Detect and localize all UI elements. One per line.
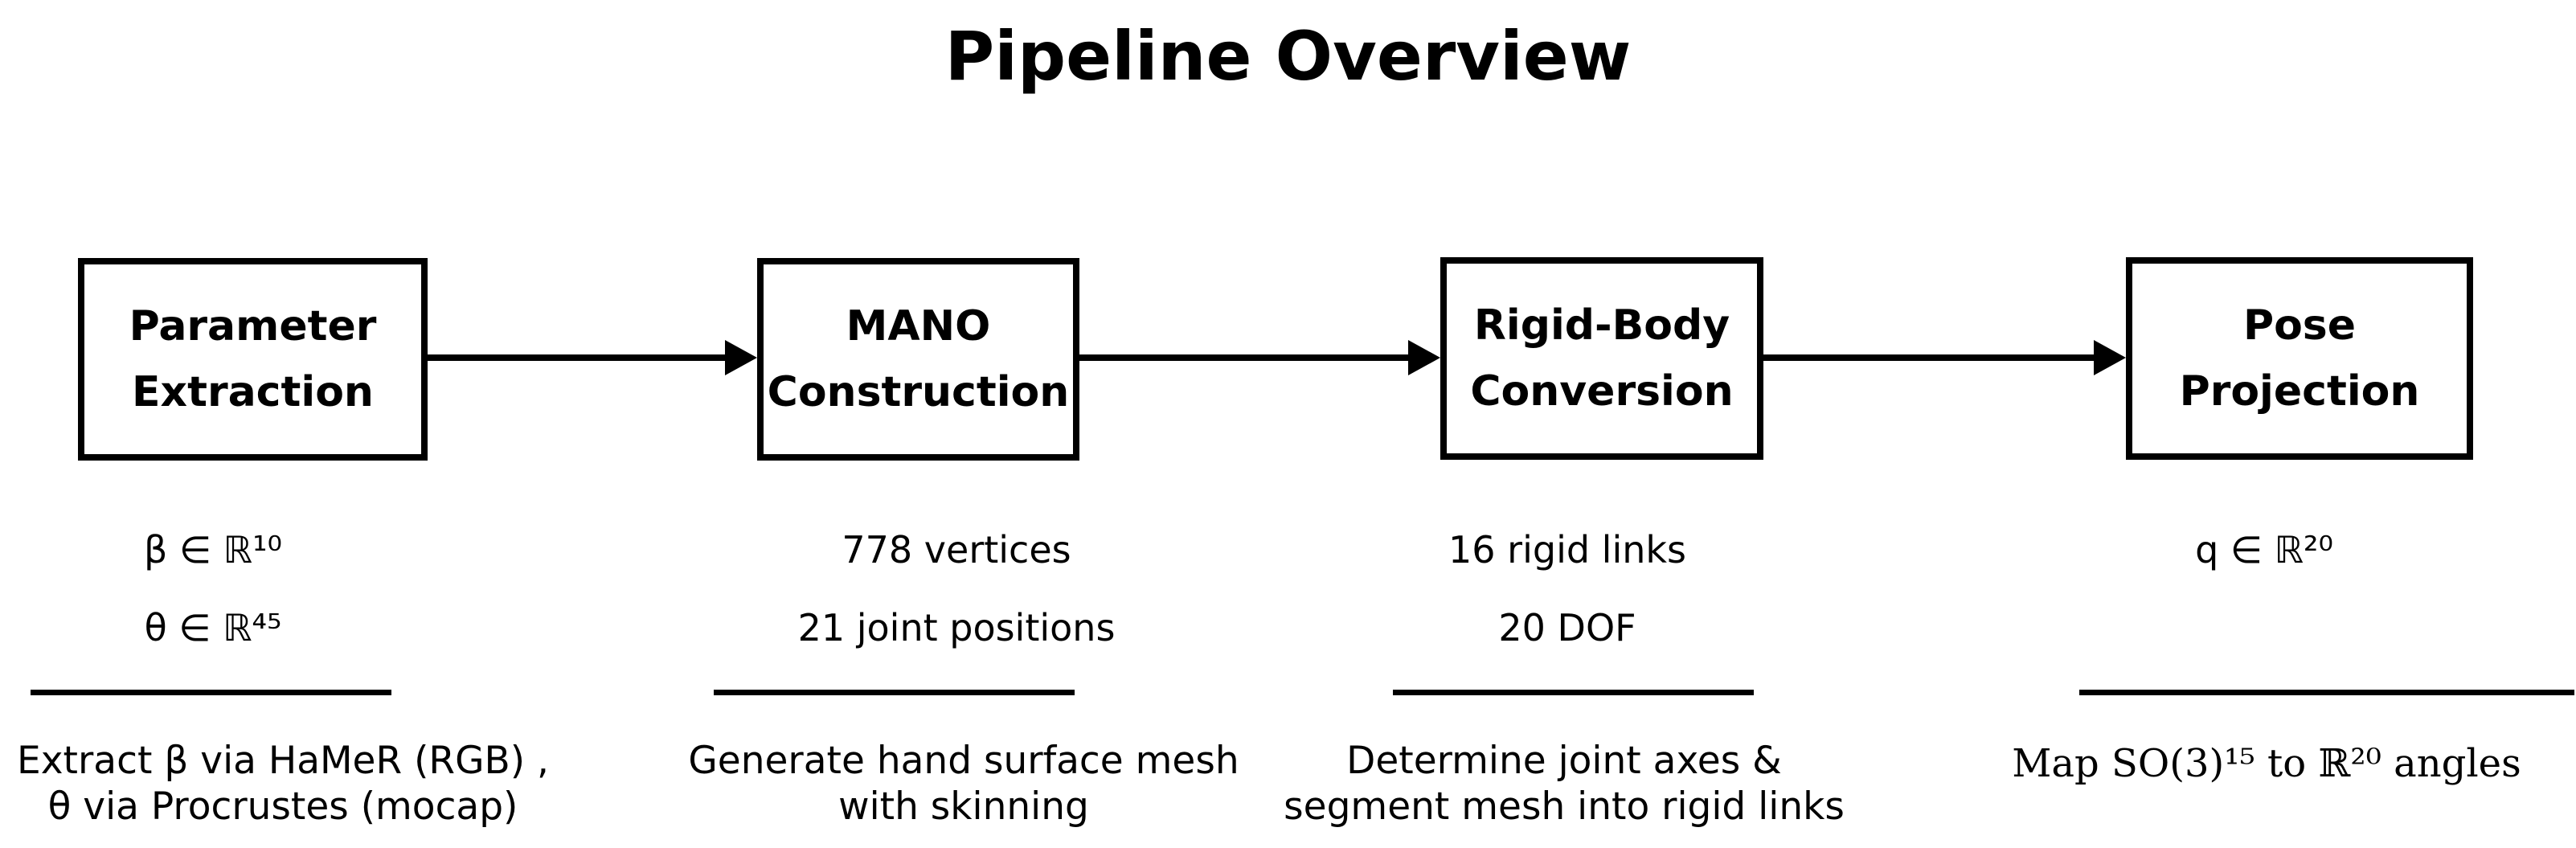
- stage-divider-line: [2079, 690, 2574, 695]
- stage-box-label: Rigid-Body Conversion: [1470, 301, 1734, 416]
- stage-box-mano-construction: MANO Construction: [757, 258, 1079, 461]
- flow-arrow-icon: [1763, 340, 2126, 375]
- stage-description: Map SO(3)¹⁵ to ℝ²⁰ angles: [2012, 741, 2521, 786]
- stage-stat: 21 joint positions: [797, 606, 1116, 649]
- stage-description: Determine joint axes & segment mesh into…: [1284, 739, 1845, 829]
- stage-stat: 778 vertices: [842, 528, 1071, 571]
- arrow-shaft: [1763, 354, 2099, 361]
- stage-divider-line: [31, 690, 391, 695]
- stage-box-parameter-extraction: Parameter Extraction: [78, 258, 428, 461]
- stage-description: Generate hand surface mesh with skinning: [688, 739, 1239, 829]
- stage-box-label: Parameter Extraction: [129, 302, 377, 416]
- stage-divider-line: [1393, 690, 1754, 695]
- stage-stat: θ ∈ ℝ⁴⁵: [144, 606, 282, 649]
- flow-arrow-icon: [1079, 340, 1440, 375]
- arrow-shaft: [1079, 354, 1413, 361]
- flow-arrow-icon: [428, 340, 757, 375]
- stage-box-pose-projection: Pose Projection: [2126, 257, 2473, 460]
- stage-stat: β ∈ ℝ¹⁰: [144, 528, 282, 571]
- arrow-head: [1408, 340, 1440, 375]
- stage-divider-line: [714, 690, 1075, 695]
- stage-box-label: MANO Construction: [767, 302, 1070, 416]
- stage-stat: q ∈ ℝ²⁰: [2195, 528, 2333, 571]
- arrow-shaft: [428, 354, 730, 361]
- arrow-head: [725, 340, 757, 375]
- stage-box-rigid-body-conversion: Rigid-Body Conversion: [1440, 257, 1763, 460]
- diagram-title: Pipeline Overview: [944, 17, 1632, 96]
- arrow-head: [2094, 340, 2126, 375]
- stage-stat: 20 DOF: [1498, 606, 1636, 649]
- stage-description: Extract β via HaMeR (RGB) , θ via Procru…: [17, 739, 549, 829]
- stage-stat: 16 rigid links: [1448, 528, 1686, 571]
- stage-box-label: Pose Projection: [2179, 301, 2420, 416]
